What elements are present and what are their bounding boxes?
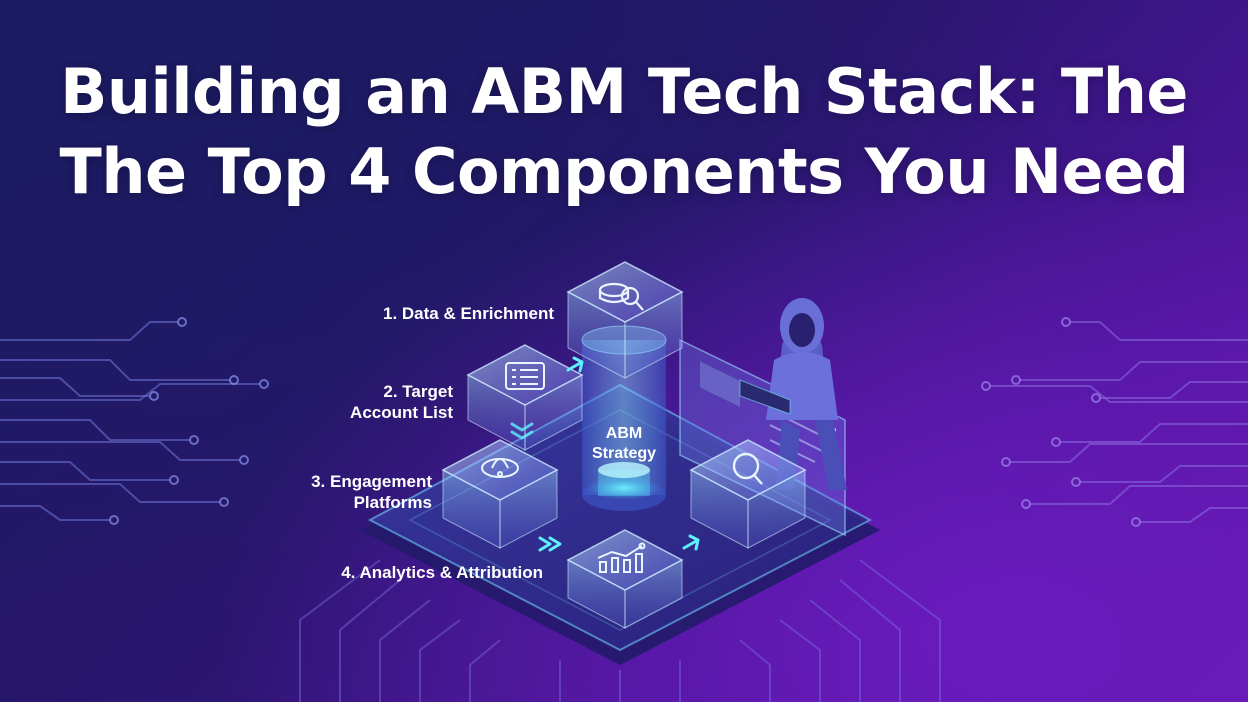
bar-chart-icon [597,542,646,573]
arrow-up-right-icon [566,356,584,373]
cube-data-enrichment [566,261,684,379]
flow-arrows [510,356,700,552]
circuit-lines-left [0,321,260,521]
component-label-line: 2. Target [383,382,453,401]
list-icon [505,362,545,390]
component-label-engagement-platforms: 3. Engagement Platforms [311,471,432,513]
component-label-line: 4. Analytics & Attribution [341,563,543,582]
circuit-nodes-left [109,317,269,525]
component-label-data-enrichment: 1. Data & Enrichment [383,303,554,324]
cube-magnifier [689,439,807,549]
title-line-1: Building an ABM Tech Stack: The [60,55,1188,128]
arrow-up-right-icon-2 [682,534,700,551]
title-line-2: The Top 4 Components You Need [59,135,1189,208]
center-label-line-2: Strategy [591,445,657,462]
component-label-analytics-attribution: 4. Analytics & Attribution [341,562,543,583]
component-label-line: 3. Engagement [311,472,432,491]
hooded-figure [739,298,847,490]
component-label-target-account-list: 2. Target Account List [350,381,453,423]
component-label-line: 1. Data & Enrichment [383,304,554,323]
magnifier-icon [732,452,763,485]
cube-engagement-platforms [441,439,559,549]
component-label-line: Account List [350,403,453,422]
circuit-lines-bottom [299,559,941,702]
center-label-line-1: ABM [605,425,643,442]
circuit-nodes-right [981,317,1141,527]
cube-analytics-attribution [566,529,684,629]
circuit-lines-right [990,321,1248,523]
component-label-line: Platforms [353,493,432,512]
chevron-down-icon [510,422,534,440]
data-search-icon [598,282,644,311]
chevron-right-icon [538,536,562,552]
bell-icon [481,458,519,478]
abm-strategy-label: ABM Strategy [568,424,680,464]
page-title: Building an ABM Tech Stack: The The Top … [0,52,1248,212]
